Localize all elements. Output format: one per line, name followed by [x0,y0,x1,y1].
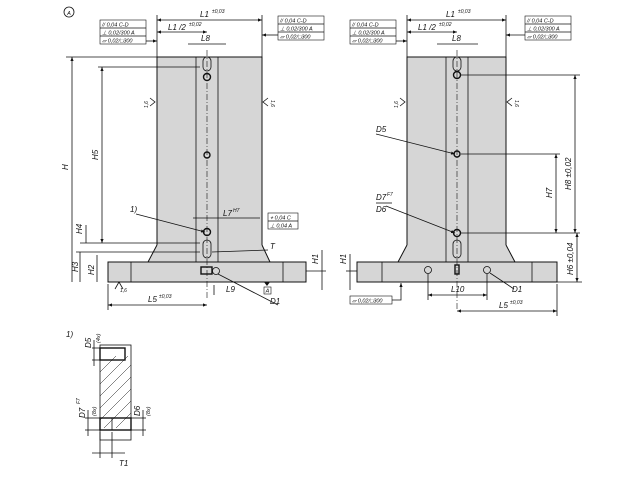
dimension-label: ±0,03 [212,9,225,15]
right-foot [397,244,516,263]
dimension-label: L1 [200,10,209,19]
dimension-label: ⊥ 0,02/300 A [352,31,385,37]
dimension-label: D7 [376,193,387,202]
bore [203,151,211,159]
dimension-label: ⊥ 0,04 A [270,224,292,230]
dimension-label: H3 [71,261,80,272]
dimension-label: H5 [91,149,100,160]
dimension-label: ▱ 0,02/□300 [352,39,383,45]
left-foot [147,244,271,263]
dimension-label: H8 ±0,02 [564,157,573,190]
dimension-label: L5 [148,295,157,304]
dimension-label: 1,6 [269,100,275,107]
dimension-label: D1 [512,285,522,294]
right-view: L1±0,03 L1 /2±0,02 L8 // 0,04 C-D ⊥ 0,02… [339,9,582,316]
left-view: L1±0,03 L1 /2±0,02 L8 // 0,04 C-D ⊥ 0,02… [61,9,326,310]
dimension-label: L1 /2 [418,23,436,32]
dimension-label: ±0,02 [439,22,452,28]
dimension-label: ⊥ 0,02/300 A [280,27,313,33]
dimension-label: L7 [223,209,232,218]
dimension-label: F7 [387,192,393,198]
dimension-label: 1) [130,205,137,214]
dimension-label: ▱ 0,02/□300 [527,35,558,41]
dimension-label: D1 [270,297,280,306]
right-plate [406,56,507,254]
dimension-label: ▱ 0,02/□300 [102,39,133,45]
dimension-label: D7 [78,407,87,418]
tolerance-frame-right: // 0,04 C-D ⊥ 0,02/300 A ▱ 0,02/□300 [506,15,572,41]
dimension-label: L8 [201,34,210,43]
dimension-label: 1,6 [144,101,150,108]
tolerance-frame-base: ▱ 0,02/□300 [349,283,403,305]
dimension-label: ±0,03 [458,9,471,15]
dimension-label: ▱ 0,02/□300 [352,299,383,305]
tolerance-frame-left: // 0,04 C-D ⊥ 0,02/300 A ▱ 0,02/□300 [99,19,157,45]
dimension-label: T1 [119,459,128,468]
dimension-label: H6 ±0,04 [566,242,575,275]
dimension-label: A [265,289,270,295]
dimension-label: ±0,02 [189,22,202,28]
dimension-label: 1,6 [394,101,400,108]
left-plate [156,56,263,254]
dimension-label: H7 [233,208,240,214]
bore [202,72,212,82]
dimension-label: 1,6 [120,288,127,294]
dimension-label: L5 [499,301,508,310]
dimension-label: L1 /2 [168,23,186,32]
dimension-label: // 0,04 C-D [101,23,129,29]
dimension-label: D6 [376,205,387,214]
dimension-label: H [61,164,70,170]
dimension-label: // 0,04 C-D [279,19,307,25]
dimension-label: L1 [446,10,455,19]
dimension-label: L10 [451,285,465,294]
dimension-label: H1 [311,254,320,264]
dimension-label: H2 [87,264,96,275]
dimension-label: D5 [84,337,93,348]
tolerance-frame-left: // 0,04 C-D ⊥ 0,02/300 A ▱ 0,02/□300 [349,19,407,45]
dimension-label: 1,6 [513,100,519,107]
dimension-label: L9 [226,285,235,294]
dimension-label: D6 [133,405,142,416]
hatching [99,355,132,429]
bore [452,70,462,80]
dimension-label: ±0,03 [159,294,172,300]
dimension-label: H1 [339,254,348,264]
view-marker-a: A [63,6,75,18]
dimension-label: 1) [66,330,73,339]
dimension-label: ⊥ 0,02/300 A [527,27,560,33]
dimension-label: L8 [452,34,461,43]
dimension-label: (8x) [92,406,98,416]
dimension-label: T [270,242,276,251]
tolerance-frame-right: // 0,04 C-D ⊥ 0,02/300 A ▱ 0,02/□300 [262,15,325,41]
dimension-label: H4 [75,223,84,234]
dimension-label: (8x) [146,406,152,416]
dimension-label: D5 [376,125,387,134]
dimension-label: ⌖ 0,04 C [270,216,291,222]
dimension-label: (4x) [96,333,102,343]
tolerance-frame-l7: ⌖ 0,04 C ⊥ 0,04 A [267,212,299,230]
dimension-label: A [66,11,71,17]
dimension-label: H7 [545,187,554,198]
dimension-label: // 0,04 C-D [351,23,379,29]
dimension-label: F7 [76,398,82,404]
dimension-label: ±0,03 [510,300,523,306]
dimension-label: ⊥ 0,02/300 A [102,31,135,37]
detail-section: 1) D5 (4x) D7 F7 (8x) D6 (8x) T1 [66,330,152,468]
dimension-label: // 0,04 C-D [526,19,554,25]
dimension-label: ▱ 0,02/□300 [280,35,311,41]
